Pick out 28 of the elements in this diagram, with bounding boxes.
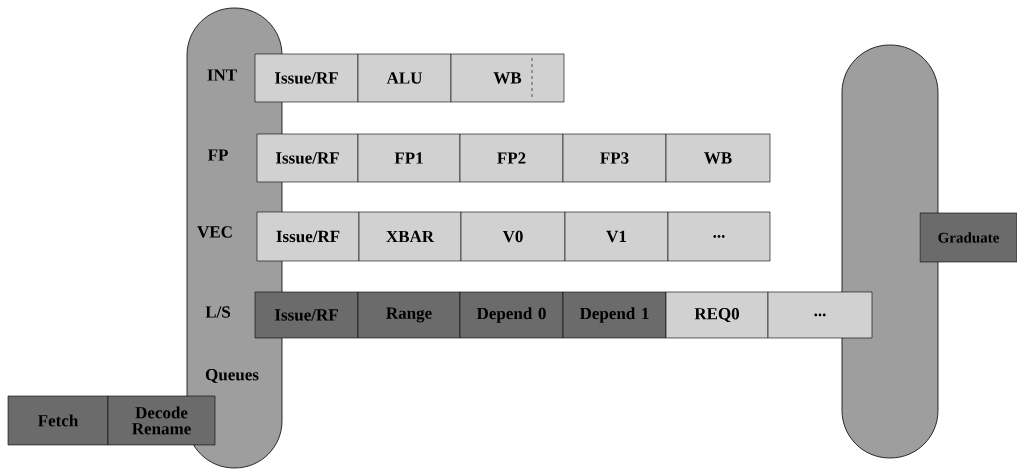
row-label: L/S [205, 306, 231, 318]
queue-label: Queues [205, 369, 259, 383]
stage-box: ALU [357, 53, 452, 103]
stage-box: XBAR [358, 211, 462, 262]
row-label: INT [207, 69, 237, 81]
stage-box: Issue/RF [254, 53, 359, 103]
stage-box: Issue/RF [256, 211, 360, 262]
stage-box: ... [767, 291, 873, 339]
stage-box: Range [357, 291, 461, 339]
stage-box: Depend 1 [562, 291, 667, 339]
stage-box: ... [667, 211, 771, 262]
stage-box: Graduate [919, 212, 1017, 263]
stage-box: WB [450, 53, 565, 103]
row-label: VEC [197, 226, 232, 238]
stage-box: V1 [564, 211, 669, 262]
stage-box: Depend 0 [459, 291, 564, 339]
stage-box: WB [665, 133, 771, 183]
pill-shape [841, 44, 939, 459]
stage-box: FP2 [459, 133, 564, 183]
stage-box: FP1 [357, 133, 461, 183]
stage-box: Decode Rename [107, 395, 216, 446]
row-label: FP [207, 149, 228, 161]
stage-box: FP3 [562, 133, 667, 183]
stage-box: Issue/RF [256, 133, 359, 183]
stage-box: REQ0 [665, 291, 769, 339]
stage-box: Fetch [7, 395, 109, 446]
stage-box: Issue/RF [254, 291, 359, 339]
stage-box: V0 [460, 211, 566, 262]
